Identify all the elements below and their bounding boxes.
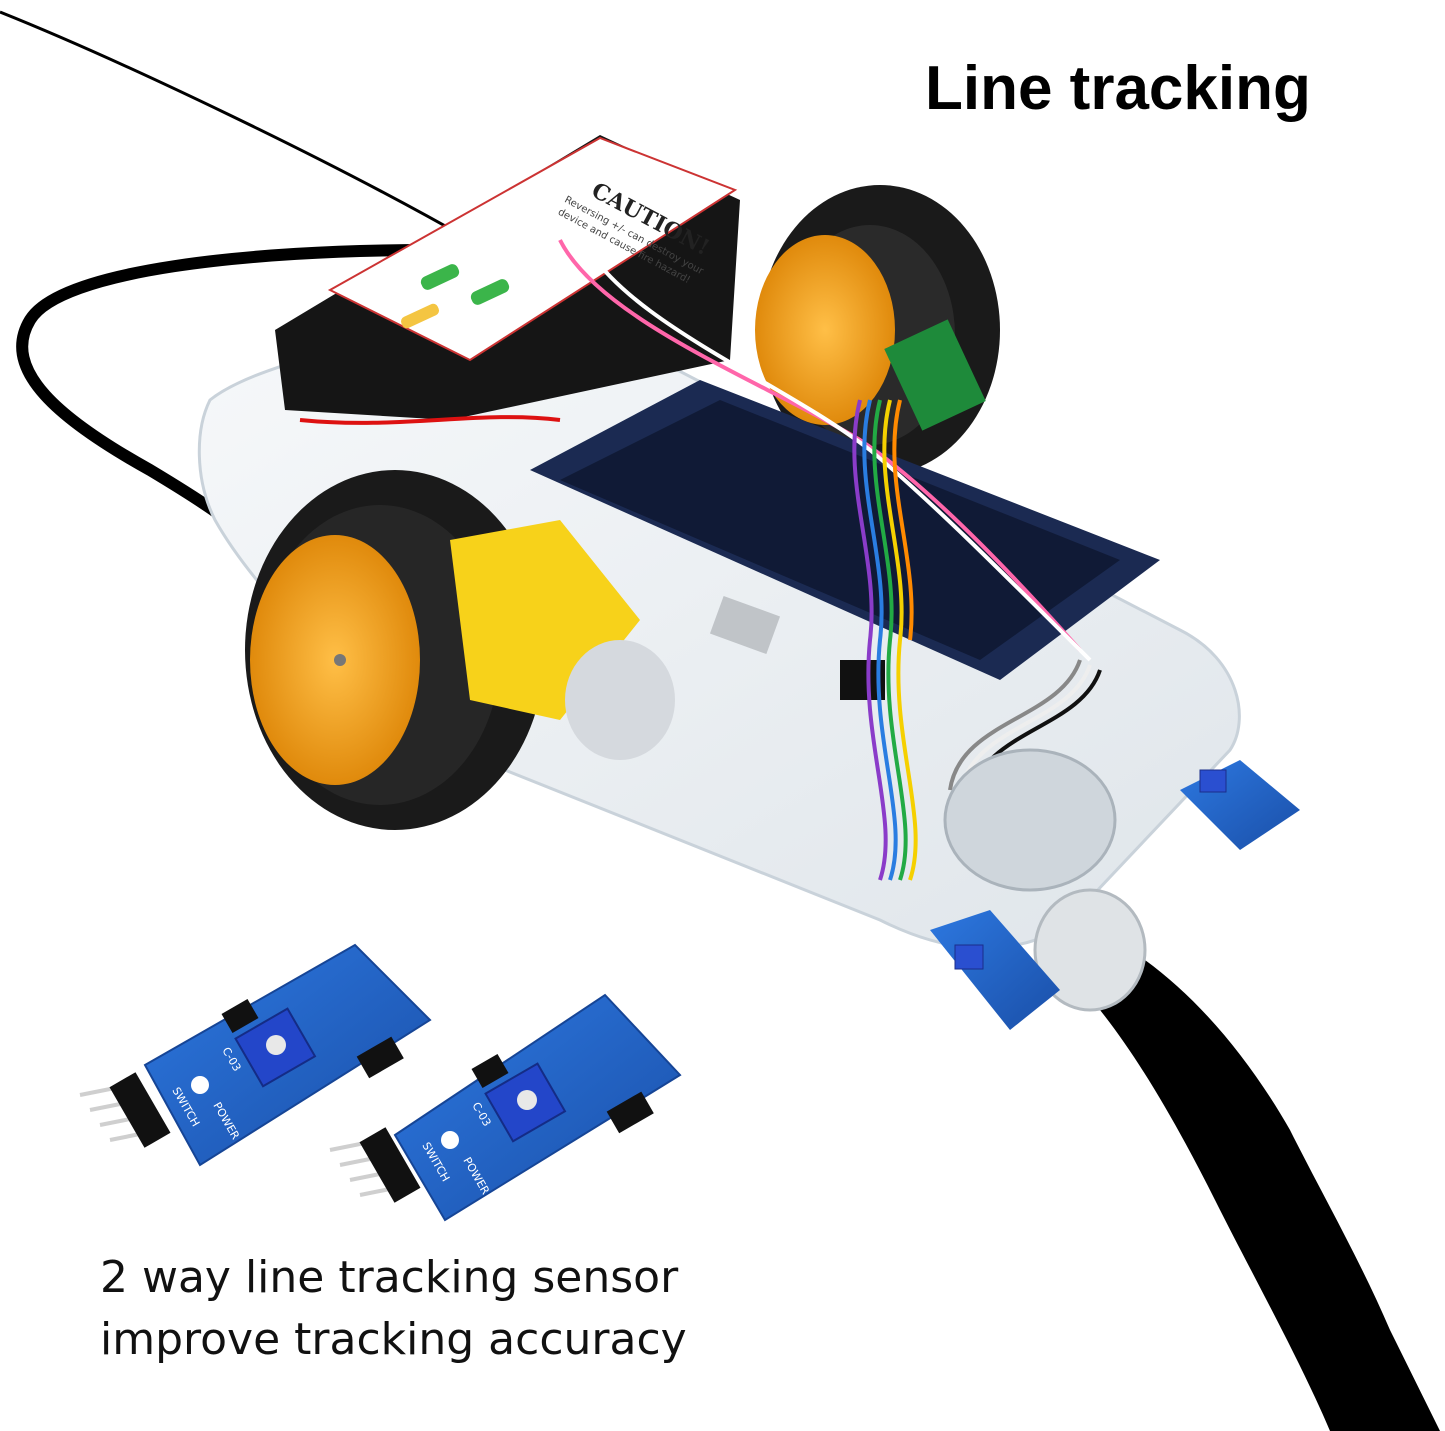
battery-box: CAUTION! Reversing +/- can destroy your … bbox=[275, 135, 740, 420]
sensor-module-1: SWITCH POWER C-03 bbox=[79, 943, 432, 1167]
caption-line-2: improve tracking accuracy bbox=[100, 1314, 687, 1365]
sensor-module-2: SWITCH POWER C-03 bbox=[329, 993, 682, 1222]
caster-wheel bbox=[943, 748, 1147, 1012]
controller-board bbox=[530, 319, 1160, 700]
mounted-sensor-left bbox=[930, 910, 1060, 1030]
yellow-motor bbox=[450, 520, 675, 760]
mounted-sensor-right bbox=[1180, 760, 1300, 850]
track-line bbox=[0, 10, 1440, 1431]
caption-line-1: 2 way line tracking sensor bbox=[100, 1252, 679, 1303]
headline: Line tracking bbox=[925, 54, 1311, 123]
jumper-wires bbox=[299, 234, 1102, 881]
